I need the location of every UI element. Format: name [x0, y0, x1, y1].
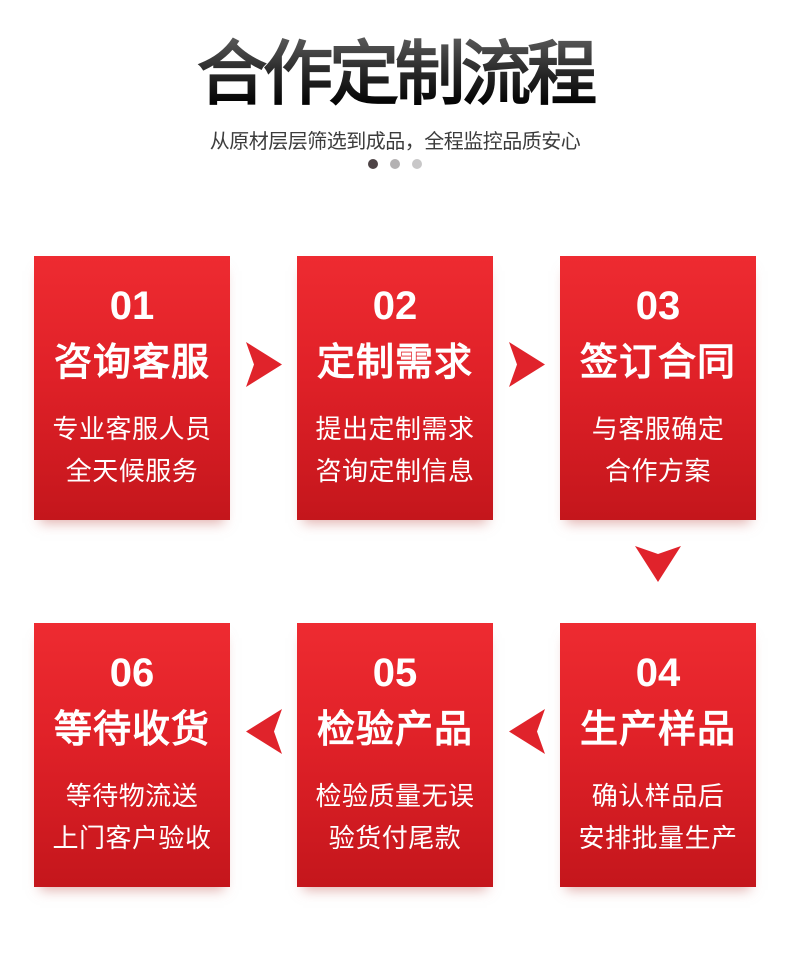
step-number: 02	[372, 284, 418, 328]
step-description: 确认样品后 安排批量生产	[578, 775, 737, 859]
step-title: 定制需求	[316, 342, 473, 384]
step-desc-line: 检验质量无误	[315, 780, 475, 811]
step-desc-line: 确认样品后	[591, 780, 725, 811]
step-description: 检验质量无误 验货付尾款	[315, 775, 474, 859]
step-number: 01	[109, 284, 155, 328]
step-card-04: 04 生产样品 确认样品后 安排批量生产	[560, 623, 756, 887]
step-desc-line: 等待物流送	[65, 780, 199, 811]
step-number: 04	[635, 651, 681, 695]
step-number: 03	[635, 284, 681, 328]
step-title: 生产样品	[579, 709, 736, 751]
step-desc-line: 咨询定制信息	[315, 455, 475, 486]
step-description: 提出定制需求 咨询定制信息	[315, 408, 474, 492]
flow-arrow-left-icon	[230, 623, 297, 887]
header: 合作定制流程 从原材层层筛选到成品，全程监控品质安心	[0, 0, 790, 169]
step-card-02: 02 定制需求 提出定制需求 咨询定制信息	[297, 256, 493, 520]
step-desc-line: 提出定制需求	[315, 413, 475, 444]
page-title: 合作定制流程	[0, 34, 790, 114]
step-number: 05	[372, 651, 418, 695]
page-subtitle: 从原材层层筛选到成品，全程监控品质安心	[209, 131, 581, 153]
step-description: 等待物流送 上门客户验收	[52, 775, 211, 859]
step-title: 咨询客服	[53, 342, 210, 384]
step-description: 专业客服人员 全天候服务	[52, 408, 211, 492]
carousel-dot	[412, 159, 422, 169]
step-card-01: 01 咨询客服 专业客服人员 全天候服务	[34, 256, 230, 520]
step-title: 等待收货	[53, 709, 210, 751]
step-card-03: 03 签订合同 与客服确定 合作方案	[560, 256, 756, 520]
step-title: 签订合同	[579, 342, 736, 384]
step-desc-line: 验货付尾款	[328, 822, 462, 853]
flow-arrow-right-icon	[230, 256, 297, 520]
process-flow-grid: 01 咨询客服 专业客服人员 全天候服务 02 定制需求 提出定制需求 咨询定制…	[34, 256, 756, 887]
step-desc-line: 安排批量生产	[578, 822, 738, 853]
step-number: 06	[109, 651, 155, 695]
step-description: 与客服确定 合作方案	[592, 408, 725, 492]
step-card-05: 05 检验产品 检验质量无误 验货付尾款	[297, 623, 493, 887]
step-desc-line: 全天候服务	[65, 455, 199, 486]
step-title: 检验产品	[316, 709, 473, 751]
step-card-06: 06 等待收货 等待物流送 上门客户验收	[34, 623, 230, 887]
carousel-dot	[390, 159, 400, 169]
step-desc-line: 与客服确定	[591, 413, 725, 444]
carousel-dot-active	[368, 159, 378, 169]
carousel-dots	[0, 159, 790, 169]
step-desc-line: 上门客户验收	[52, 822, 212, 853]
flow-arrow-left-icon	[493, 623, 560, 887]
flow-arrow-right-icon	[493, 256, 560, 520]
step-desc-line: 专业客服人员	[52, 413, 212, 444]
step-desc-line: 合作方案	[604, 455, 711, 486]
flow-arrow-down-icon	[560, 520, 756, 623]
